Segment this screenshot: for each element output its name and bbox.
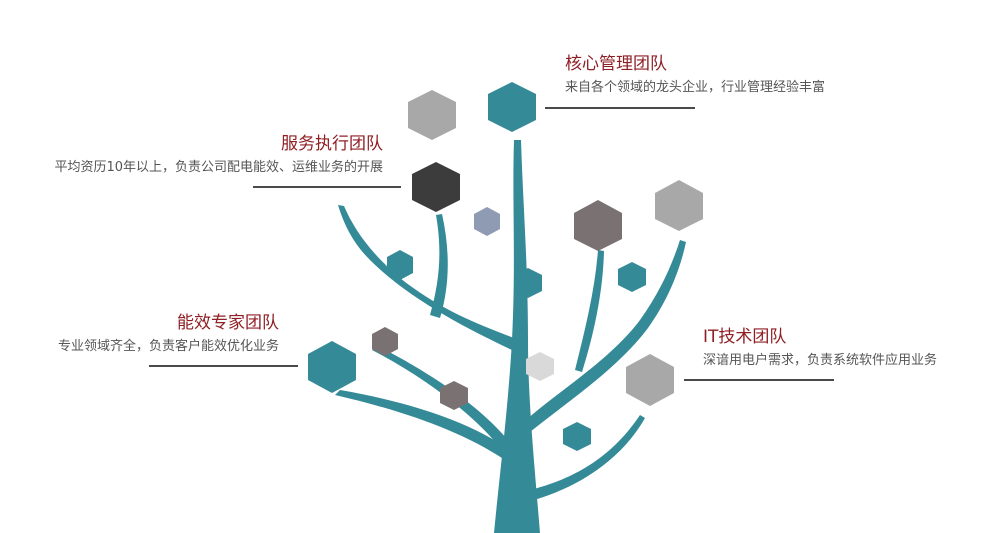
hexagon-dark xyxy=(412,162,460,212)
hexagon-light-gray xyxy=(408,90,456,140)
hexagon-teal xyxy=(618,262,646,292)
hexagon-teal xyxy=(387,250,413,280)
branch-right-lower xyxy=(530,415,645,500)
tree-branches xyxy=(335,140,686,533)
hexagon-taupe xyxy=(574,200,622,251)
hexagon-taupe xyxy=(372,327,398,356)
trunk xyxy=(494,140,540,533)
team-service-execution: 服务执行团队 平均资历10年以上，负责公司配电能效、运维业务的开展 xyxy=(29,133,383,177)
team-underline xyxy=(545,107,695,109)
hexagon-teal xyxy=(563,422,591,451)
branch-left-mid xyxy=(372,345,514,455)
team-energy-experts: 能效专家团队 专业领域齐全，负责客户能效优化业务 xyxy=(37,312,279,356)
hexagon-slate-blue xyxy=(474,207,500,236)
team-title: 服务执行团队 xyxy=(281,134,383,154)
hexagon-decorations xyxy=(308,82,703,451)
team-it-technology: IT技术团队 深谙用电户需求，负责系统软件应用业务 xyxy=(703,326,937,370)
team-description: 平均资历10年以上，负责公司配电能效、运维业务的开展 xyxy=(54,160,383,175)
team-underline xyxy=(253,186,401,188)
team-underline xyxy=(149,365,298,367)
team-title: 能效专家团队 xyxy=(177,313,279,333)
team-description: 来自各个领域的龙头企业，行业管理经验丰富 xyxy=(565,80,826,95)
branch-right-upper xyxy=(526,240,686,432)
team-description: 深谙用电户需求，负责系统软件应用业务 xyxy=(703,353,938,368)
branch-left-lower xyxy=(335,390,510,460)
hexagon-teal xyxy=(308,341,356,393)
branch-right-twig xyxy=(575,250,604,372)
hexagon-taupe xyxy=(440,381,468,410)
hexagon-pale-gray xyxy=(526,352,554,381)
team-underline xyxy=(684,379,834,381)
hexagon-light-gray xyxy=(655,180,703,231)
branch-left-twig xyxy=(430,214,448,318)
hexagon-teal xyxy=(514,268,542,298)
team-description: 专业领域齐全，负责客户能效优化业务 xyxy=(57,339,279,354)
team-title: IT技术团队 xyxy=(703,327,787,347)
hexagon-light-gray xyxy=(626,354,674,406)
branch-left-upper xyxy=(338,205,514,350)
team-title: 核心管理团队 xyxy=(565,54,667,74)
team-core-management: 核心管理团队 来自各个领域的龙头企业，行业管理经验丰富 xyxy=(565,53,825,97)
hexagon-teal xyxy=(488,82,536,132)
